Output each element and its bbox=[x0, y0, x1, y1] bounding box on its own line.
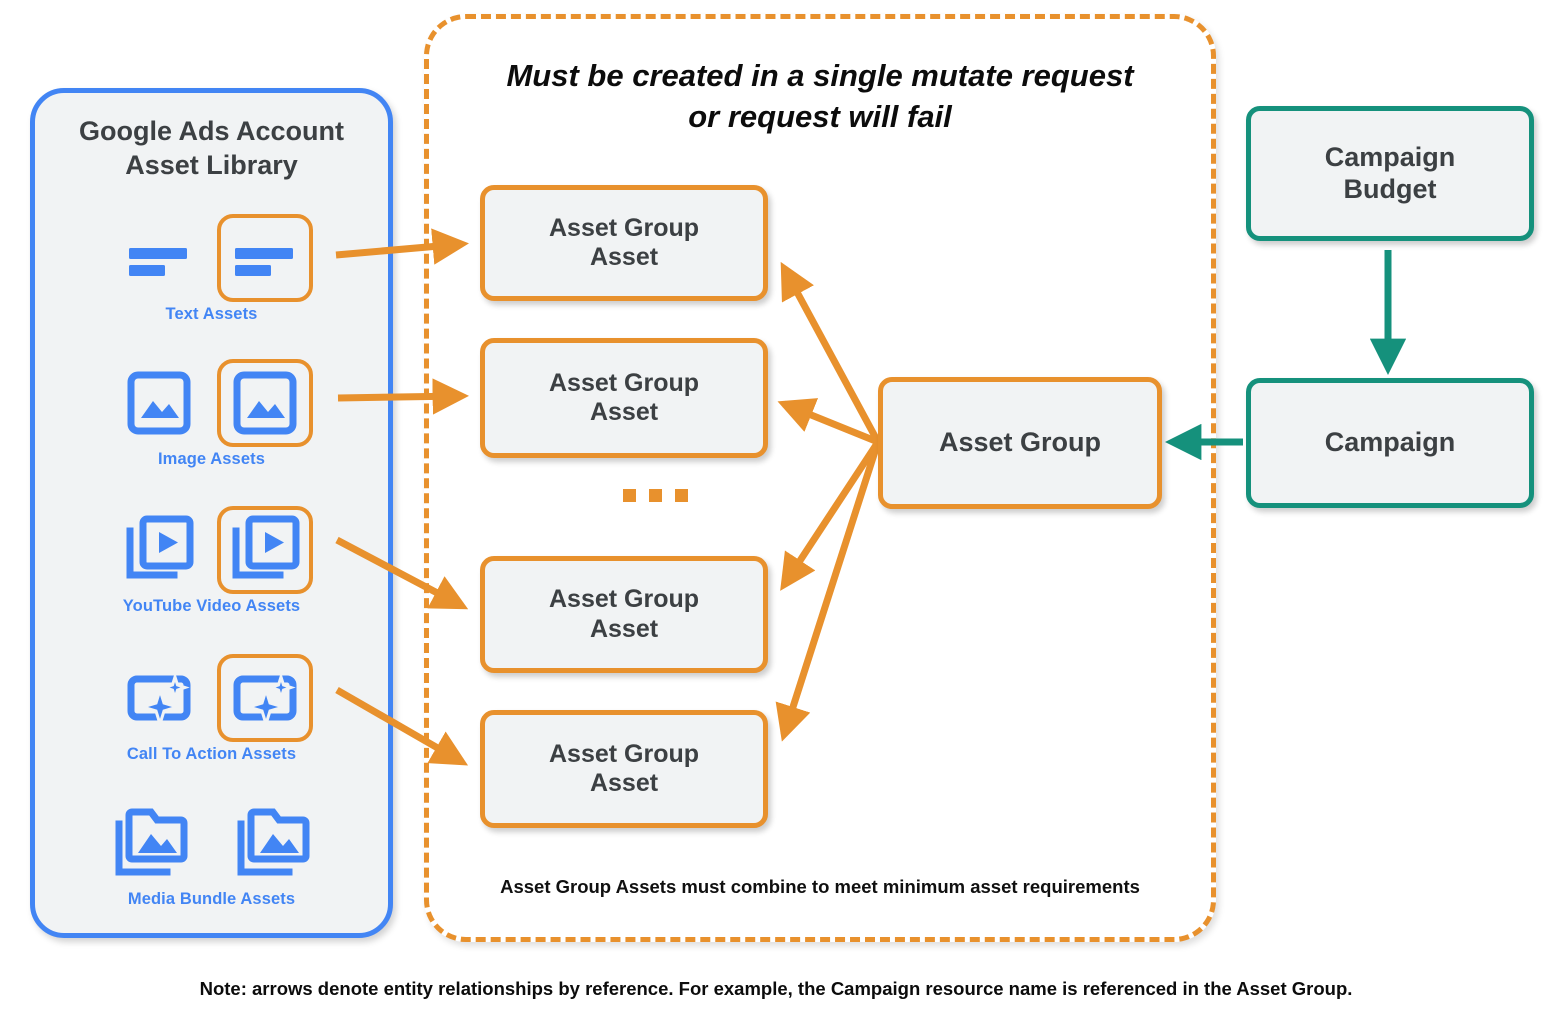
mutate-region-title: Must be created in a single mutate reque… bbox=[506, 58, 1134, 134]
mutate-region-footnote: Asset Group Assets must combine to meet … bbox=[500, 876, 1140, 897]
asset-group-node[interactable]: Asset Group bbox=[878, 377, 1162, 509]
google-ads-asset-library-panel: Google Ads Account Asset Library Text bbox=[30, 88, 393, 938]
image-asset-icon-highlighted[interactable] bbox=[216, 359, 313, 447]
library-item-label: Image Assets bbox=[158, 450, 265, 468]
library-item-text-assets[interactable]: Text Assets bbox=[35, 213, 388, 324]
library-item-youtube-video-assets[interactable]: YouTube Video Assets bbox=[35, 505, 388, 616]
library-item-label: Media Bundle Assets bbox=[127, 890, 296, 908]
media-bundle-asset-icon bbox=[103, 799, 199, 887]
text-asset-icon bbox=[111, 214, 207, 302]
library-item-label: Text Assets bbox=[165, 305, 258, 323]
call-to-action-asset-icon-highlighted[interactable] bbox=[216, 654, 313, 742]
asset-group-asset-node-3[interactable]: Asset Group Asset bbox=[480, 556, 768, 673]
image-asset-icon bbox=[111, 359, 207, 447]
ellipsis-indicator bbox=[623, 489, 688, 502]
library-item-media-bundle-assets[interactable]: Media Bundle Assets bbox=[35, 798, 388, 909]
ellipsis-dot bbox=[649, 489, 662, 502]
ellipsis-dot bbox=[675, 489, 688, 502]
library-item-label: YouTube Video Assets bbox=[122, 597, 301, 615]
asset-group-asset-node-2[interactable]: Asset Group Asset bbox=[480, 338, 768, 458]
diagram-footnote: Note: arrows denote entity relationships… bbox=[199, 978, 1353, 999]
library-item-image-assets[interactable]: Image Assets bbox=[35, 358, 388, 469]
video-asset-icon-highlighted[interactable] bbox=[216, 506, 313, 594]
asset-group-asset-node-4[interactable]: Asset Group Asset bbox=[480, 710, 768, 828]
media-bundle-asset-icon-second bbox=[225, 799, 321, 887]
asset-group-asset-node-1[interactable]: Asset Group Asset bbox=[480, 185, 768, 301]
library-item-label: Call To Action Assets bbox=[126, 745, 297, 763]
library-item-call-to-action-assets[interactable]: Call To Action Assets bbox=[35, 653, 388, 764]
library-title: Google Ads Account Asset Library bbox=[78, 116, 344, 180]
text-asset-icon-highlighted[interactable] bbox=[216, 214, 313, 302]
campaign-node[interactable]: Campaign bbox=[1246, 378, 1534, 508]
ellipsis-dot bbox=[623, 489, 636, 502]
campaign-budget-node[interactable]: Campaign Budget bbox=[1246, 106, 1534, 241]
call-to-action-asset-icon bbox=[111, 654, 207, 742]
video-asset-icon bbox=[111, 506, 207, 594]
